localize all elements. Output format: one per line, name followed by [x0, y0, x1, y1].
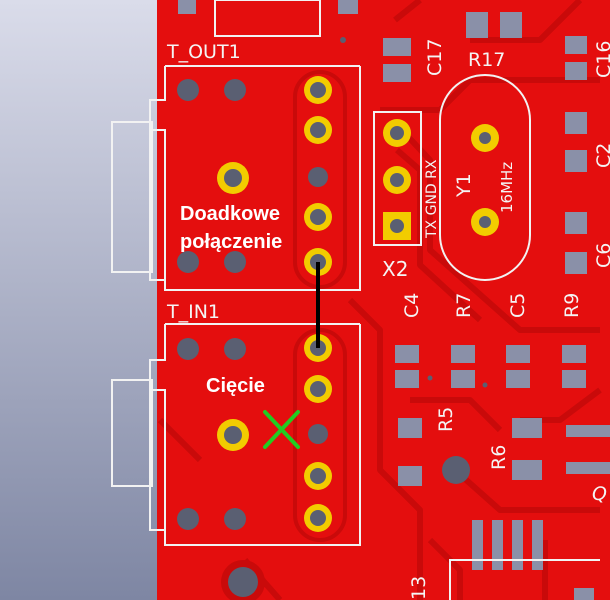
connector-t-out1: T_OUT1 [111, 41, 361, 291]
label-x2-pins: TX GND RX [424, 159, 440, 239]
label-c5: C5 [507, 293, 529, 318]
label-r17: R17 [468, 49, 505, 71]
annotation-cut: Cięcie [206, 375, 265, 397]
board-outside-area [0, 0, 160, 600]
label-y1-freq: 16MHz [498, 162, 516, 213]
label-t-in1: T_IN1 [166, 301, 220, 323]
ic-pins-bottom: 13 [408, 520, 600, 600]
label-c16: C16 [593, 41, 610, 78]
cut-mark-icon [263, 410, 300, 449]
smd-top-row: C17 R17 C16 [383, 12, 610, 82]
mounting-hole [228, 567, 258, 597]
smd-right-column: C2 C6 [565, 112, 610, 274]
smd-lower-parts: R5 R6 Q [398, 407, 610, 505]
crystal-y1: Y1 16MHz [439, 74, 531, 281]
label-c2: C2 [593, 143, 610, 168]
label-t-out1: T_OUT1 [166, 41, 241, 63]
label-c4: C4 [401, 293, 423, 318]
label-bottom-partial: 13 [408, 576, 430, 600]
label-r6: R6 [488, 445, 510, 470]
label-r5: R5 [435, 407, 457, 432]
label-c6: C6 [593, 243, 610, 268]
top-partial-parts [178, 0, 358, 43]
annotation-extra-connection-line2: połączenie [180, 231, 282, 253]
label-r7: R7 [453, 293, 475, 318]
smd-middle-row: C4 R7 C5 R9 [395, 293, 586, 388]
label-c17: C17 [424, 39, 446, 76]
label-y1: Y1 [453, 173, 475, 198]
header-x2: TX GND RX X2 [373, 111, 440, 281]
label-q-partial: Q [592, 483, 607, 505]
annotation-extra-connection-line1: Doadkowe [180, 203, 280, 225]
label-x2: X2 [382, 257, 408, 281]
label-r9: R9 [561, 293, 583, 318]
